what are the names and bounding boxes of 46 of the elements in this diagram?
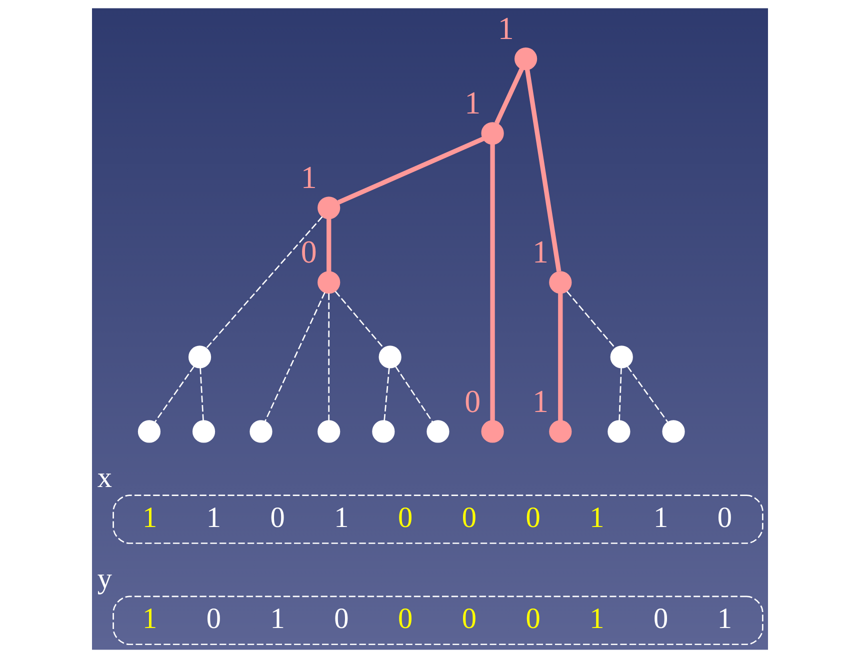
node-label: 1 xyxy=(464,86,480,121)
node-label: 1 xyxy=(497,11,514,46)
connector xyxy=(558,293,562,421)
node-circle xyxy=(610,346,632,368)
node-circle xyxy=(480,122,504,145)
connector xyxy=(337,136,484,204)
connector xyxy=(154,366,194,422)
connector xyxy=(490,144,494,421)
node-circle xyxy=(548,271,572,294)
connector xyxy=(494,68,524,124)
node-circle xyxy=(317,271,340,294)
connector xyxy=(326,218,331,272)
node-circle xyxy=(137,420,160,443)
node-label: 1 xyxy=(532,234,548,270)
connector xyxy=(199,368,204,421)
node-label: 0 xyxy=(464,384,480,419)
node-box: 1 0 1 0 0 0 0 1 0 1 xyxy=(112,596,763,646)
node-circle xyxy=(607,420,630,443)
connector xyxy=(383,368,390,421)
connector xyxy=(626,366,668,422)
connector xyxy=(328,293,330,421)
node-label: x xyxy=(96,462,112,494)
connector xyxy=(618,368,622,421)
node-circle xyxy=(317,196,340,220)
node-circle xyxy=(188,346,211,368)
node-circle xyxy=(192,420,215,443)
connector xyxy=(264,292,325,422)
node-circle xyxy=(317,420,340,443)
node-circle xyxy=(662,420,684,443)
connector xyxy=(394,366,433,422)
node-label: 1 xyxy=(300,160,316,196)
node-circle xyxy=(480,420,504,443)
connector xyxy=(205,216,322,349)
node-circle xyxy=(548,420,572,443)
node-circle xyxy=(378,346,401,368)
node-label: 0 xyxy=(300,234,316,270)
node-circle xyxy=(426,420,449,443)
node-box: 1 1 0 1 0 0 0 1 1 0 xyxy=(112,494,763,544)
node-circle xyxy=(249,420,272,443)
connector xyxy=(566,291,616,349)
node-label: 1 xyxy=(532,384,548,419)
connector xyxy=(334,291,384,349)
connector xyxy=(524,69,561,272)
node-circle xyxy=(372,420,394,443)
node-label: y xyxy=(96,562,112,595)
node-circle xyxy=(514,48,537,70)
